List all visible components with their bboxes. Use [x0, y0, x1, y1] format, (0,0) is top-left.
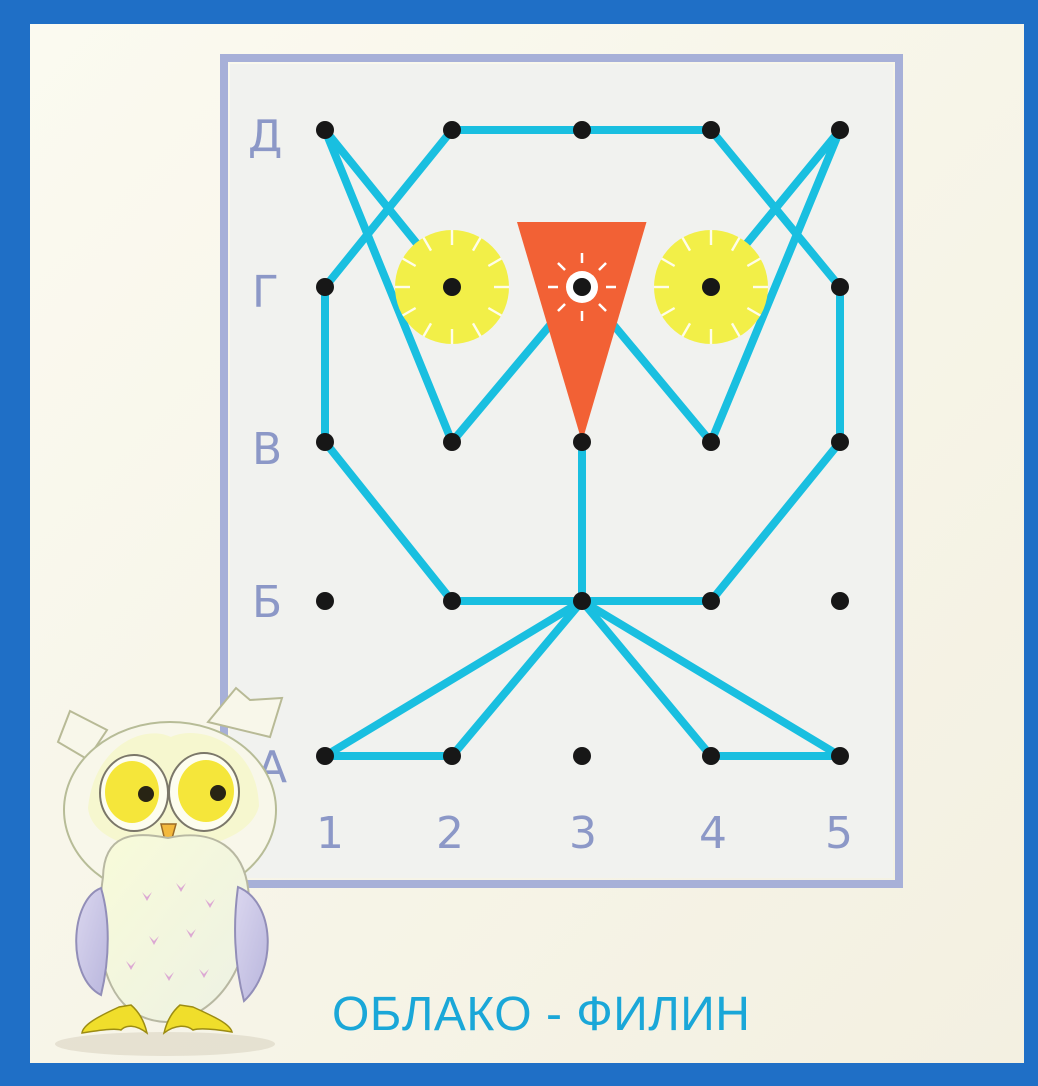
eye-ray — [681, 237, 692, 252]
beak-spoke — [557, 303, 566, 312]
peg — [443, 747, 461, 765]
peg — [573, 747, 591, 765]
owl-right-ear — [206, 686, 284, 739]
eye-ray — [487, 257, 502, 268]
peg — [702, 433, 720, 451]
thread-line — [321, 126, 456, 446]
thread-line — [321, 438, 456, 605]
owl-right-pupil — [210, 785, 226, 801]
eye-ray — [661, 257, 676, 268]
thread-line — [707, 126, 844, 446]
owl-right-eye — [178, 760, 234, 822]
peg — [443, 121, 461, 139]
peg — [316, 433, 334, 451]
owl-left-foot — [81, 1004, 149, 1035]
peg — [831, 592, 849, 610]
eye-ray — [730, 237, 741, 252]
peg — [573, 121, 591, 139]
thread-line — [448, 597, 586, 760]
peg — [702, 747, 720, 765]
column-label-2: 2 — [436, 808, 464, 859]
eye-ray — [487, 306, 502, 317]
peg — [316, 747, 334, 765]
peg — [443, 592, 461, 610]
thread-line — [707, 438, 844, 605]
owl-chest-pattern — [126, 883, 215, 981]
peg — [316, 592, 334, 610]
column-label-5: 5 — [825, 808, 853, 859]
peg — [573, 278, 591, 296]
eye-ray — [661, 306, 676, 317]
thread-line — [578, 597, 715, 760]
row-label-d: Д — [248, 111, 282, 162]
peg — [573, 433, 591, 451]
owl-shadow — [55, 1032, 275, 1056]
eye-ray — [681, 322, 692, 337]
peg — [573, 592, 591, 610]
eye-ray — [746, 306, 761, 317]
beak-spoke — [598, 262, 607, 271]
eye-ray — [422, 322, 433, 337]
column-label-3: 3 — [569, 808, 597, 859]
owl-left-wing — [75, 886, 109, 997]
eye-ray — [402, 306, 417, 317]
peg — [702, 278, 720, 296]
peg — [702, 121, 720, 139]
board-border — [220, 54, 903, 888]
peg — [831, 747, 849, 765]
peg — [316, 278, 334, 296]
thread-line — [578, 597, 844, 760]
peg — [443, 278, 461, 296]
owl-left-pupil — [138, 786, 154, 802]
eye-ray — [471, 237, 482, 252]
peg — [831, 121, 849, 139]
peg — [831, 433, 849, 451]
row-label-g: Г — [252, 267, 279, 318]
thread-line — [321, 597, 586, 760]
beak-spoke — [557, 262, 566, 271]
title-text: ОБЛАКО - ФИЛИН — [332, 988, 750, 1041]
peg — [443, 433, 461, 451]
thread-layer — [321, 126, 844, 760]
peg — [702, 592, 720, 610]
eye-ray — [746, 257, 761, 268]
owl-right-foot — [162, 1004, 234, 1035]
row-label-b: Б — [252, 577, 282, 628]
owl-illustration — [55, 686, 284, 1056]
eye-ray — [471, 322, 482, 337]
beak-spoke — [598, 303, 607, 312]
column-label-1: 1 — [316, 808, 344, 859]
owl-right-wing — [234, 885, 269, 1003]
peg — [831, 278, 849, 296]
owl-left-eye — [105, 761, 159, 823]
orange-beak-triangle — [517, 222, 647, 442]
eye-ray — [422, 237, 433, 252]
eye-ray — [402, 257, 417, 268]
eye-ray — [730, 322, 741, 337]
peg — [316, 121, 334, 139]
pegs-layer — [316, 121, 849, 765]
row-label-v: В — [252, 424, 282, 475]
column-label-4: 4 — [699, 808, 727, 859]
